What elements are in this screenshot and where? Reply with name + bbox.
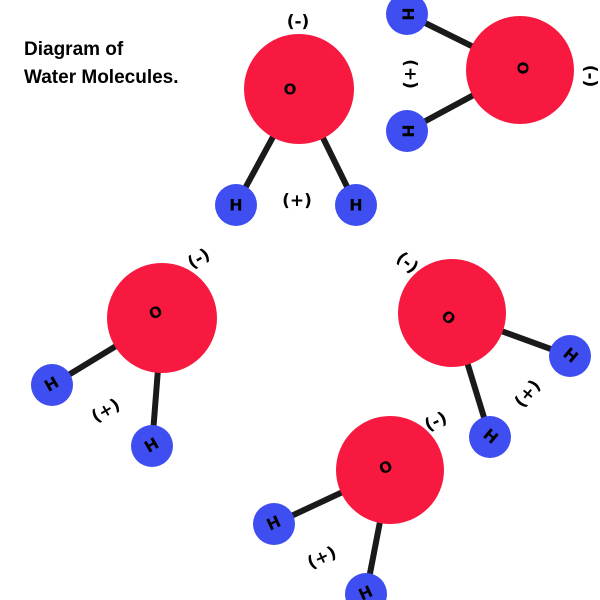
- negative-charge-label: (-): [184, 245, 214, 274]
- negative-charge-label: (-): [580, 65, 600, 88]
- negative-charge-label: (-): [287, 12, 310, 32]
- hydrogen-atom: [253, 503, 295, 545]
- diagram-title: Diagram of Water Molecules.: [24, 36, 179, 92]
- water-molecule-3: O H H (-) (+): [31, 245, 217, 467]
- water-molecule-5: O H H (-) (+): [253, 408, 450, 600]
- positive-charge-label: (+): [88, 395, 124, 427]
- title-line-2: Water Molecules.: [24, 67, 179, 88]
- hydrogen-atom: [386, 0, 428, 35]
- oxygen-atom: [398, 259, 506, 367]
- oxygen-label: O: [284, 81, 297, 99]
- hydrogen-label: H: [399, 124, 418, 137]
- hydrogen-atom: [215, 184, 257, 226]
- oxygen-atom: [336, 416, 444, 524]
- water-molecule-1: O H H (-) (+): [215, 12, 377, 226]
- hydrogen-atom: [345, 573, 387, 600]
- oxygen-atom: [244, 34, 354, 144]
- hydrogen-atom: [469, 416, 511, 458]
- oxygen-atom: [107, 263, 217, 373]
- positive-charge-label: (+): [511, 376, 545, 412]
- positive-charge-label: (+): [282, 191, 312, 211]
- hydrogen-atom: [335, 184, 377, 226]
- hydrogen-label: H: [349, 196, 362, 215]
- oxygen-atom: [466, 16, 574, 124]
- hydrogen-label: H: [229, 196, 242, 215]
- water-molecule-2: O H H (-) (+): [386, 0, 600, 152]
- hydrogen-atom: [386, 110, 428, 152]
- oxygen-label: O: [514, 62, 532, 75]
- hydrogen-label: H: [399, 7, 418, 20]
- positive-charge-label: (+): [400, 59, 420, 89]
- positive-charge-label: (+): [304, 543, 339, 574]
- hydrogen-atom: [549, 335, 591, 377]
- hydrogen-atom: [131, 425, 173, 467]
- hydrogen-atom: [31, 364, 73, 406]
- title-line-1: Diagram of: [24, 39, 124, 60]
